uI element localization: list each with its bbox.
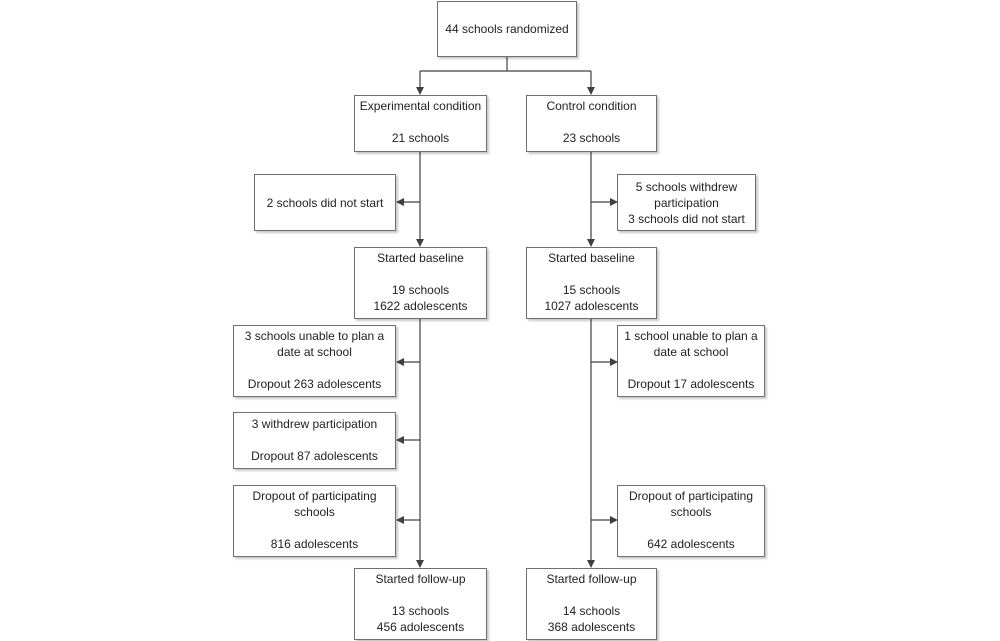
randomized-box: 44 schools randomized (437, 1, 577, 57)
experimental-title: Experimental condition (359, 99, 482, 113)
control-condition-box: Control condition 23 schools (526, 95, 657, 152)
spacer (527, 266, 656, 282)
exp-did-not-start-text: 2 schools did not start (266, 196, 384, 210)
exp-unable-dropout: Dropout 263 adolescents (247, 377, 382, 391)
experimental-condition-box: Experimental condition 21 schools (354, 95, 487, 152)
exp-dropout-box: Dropout of participating schools 816 ado… (233, 485, 396, 557)
ctrl-withdrew-box: 5 schools withdrew participation 3 schoo… (617, 174, 756, 231)
ctrl-dropout-line2: schools (670, 505, 712, 519)
exp-dropout-adolescents: 816 adolescents (270, 537, 359, 551)
spacer (355, 266, 486, 282)
ctrl-followup-box: Started follow-up 14 schools 368 adolesc… (526, 568, 657, 640)
exp-followup-schools: 13 schools (391, 604, 450, 618)
spacer (234, 432, 395, 448)
ctrl-dropout-box: Dropout of participating schools 642 ado… (617, 485, 765, 557)
exp-withdrew-line1: 3 withdrew participation (251, 417, 378, 431)
ctrl-baseline-box: Started baseline 15 schools 1027 adolesc… (526, 247, 657, 319)
ctrl-unable-line2: date at school (653, 345, 729, 359)
control-schools: 23 schools (562, 131, 621, 145)
spacer (234, 520, 395, 536)
exp-followup-adolescents: 456 adolescents (376, 620, 465, 634)
randomized-text: 44 schools randomized (445, 22, 569, 36)
ctrl-baseline-adolescents: 1027 adolescents (544, 299, 639, 313)
spacer (355, 587, 486, 603)
spacer (355, 114, 486, 130)
ctrl-followup-schools: 14 schools (562, 604, 621, 618)
spacer (618, 360, 764, 376)
ctrl-dropout-line1: Dropout of participating (628, 489, 754, 503)
control-title: Control condition (546, 99, 637, 113)
exp-followup-title: Started follow-up (375, 572, 466, 586)
spacer (618, 520, 764, 536)
ctrl-unable-line1: 1 school unable to plan a (624, 329, 758, 343)
ctrl-dropout-adolescents: 642 adolescents (647, 537, 735, 551)
ctrl-followup-adolescents: 368 adolescents (547, 620, 636, 634)
ctrl-baseline-title: Started baseline (548, 251, 635, 265)
exp-followup-box: Started follow-up 13 schools 456 adolesc… (354, 568, 487, 640)
exp-did-not-start-box: 2 schools did not start (254, 174, 396, 231)
spacer (234, 360, 395, 376)
exp-unable-line2: date at school (277, 345, 352, 359)
exp-withdrew-dropout: Dropout 87 adolescents (251, 449, 378, 463)
exp-withdrew-box: 3 withdrew participation Dropout 87 adol… (233, 412, 396, 469)
exp-baseline-box: Started baseline 19 schools 1622 adolesc… (354, 247, 487, 319)
ctrl-baseline-schools: 15 schools (562, 283, 621, 297)
ctrl-withdrew-line1: 5 schools withdrew (635, 180, 738, 194)
ctrl-withdrew-line2: participation (654, 196, 719, 210)
exp-unable-line1: 3 schools unable to plan a (244, 329, 385, 343)
experimental-schools: 21 schools (391, 131, 450, 145)
exp-dropout-line2: schools (294, 505, 335, 519)
spacer (527, 587, 656, 603)
exp-baseline-schools: 19 schools (391, 283, 450, 297)
exp-dropout-line1: Dropout of participating (252, 489, 377, 503)
ctrl-unable-dropout: Dropout 17 adolescents (627, 377, 755, 391)
ctrl-unable-box: 1 school unable to plan a date at school… (617, 325, 765, 397)
ctrl-withdrew-line3: 3 schools did not start (628, 212, 745, 226)
spacer (527, 114, 656, 130)
exp-baseline-title: Started baseline (377, 251, 464, 265)
exp-baseline-adolescents: 1622 adolescents (373, 299, 468, 313)
exp-unable-box: 3 schools unable to plan a date at schoo… (233, 325, 396, 397)
ctrl-followup-title: Started follow-up (546, 572, 637, 586)
